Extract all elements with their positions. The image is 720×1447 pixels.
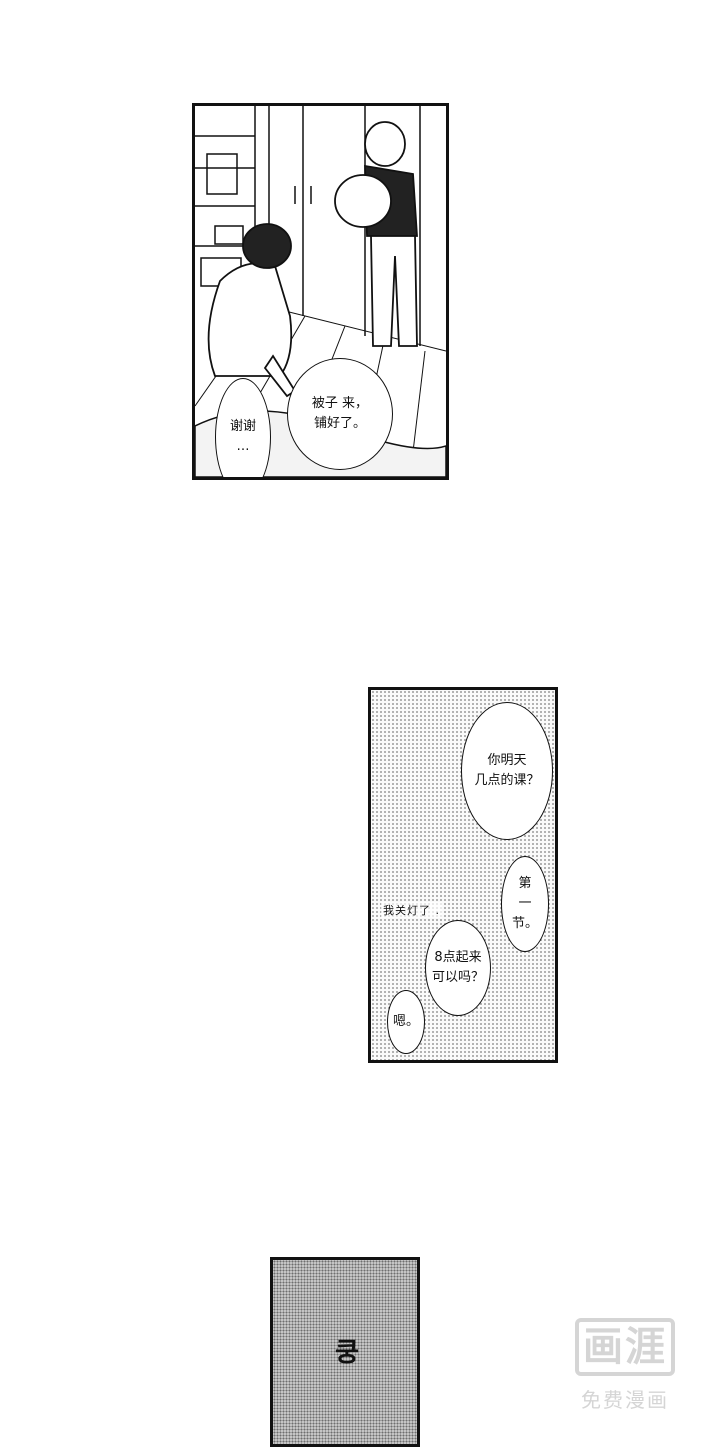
watermark-logo-mark: 画涯 xyxy=(575,1318,675,1376)
panel-bedroom: 谢谢 … 被子 来， 铺好了。 xyxy=(192,103,449,480)
watermark-subtitle: 免费漫画 xyxy=(581,1388,669,1412)
watermark-logo: 画涯 免费漫画 xyxy=(562,1318,688,1418)
speech-bubble-first-period: 第 一节。 xyxy=(501,856,549,952)
speech-bubble-bedding: 被子 来， 铺好了。 xyxy=(287,358,393,470)
speech-bubble-question: 你明天 几点的课？ xyxy=(461,702,553,840)
speech-bubble-thanks: 谢谢 … xyxy=(215,378,271,477)
speech-bubble-ok: 嗯。 xyxy=(387,990,425,1054)
speech-bubble-wake-time: 8点起来 可以吗？ xyxy=(425,920,491,1016)
sound-effect-text: 쿵 xyxy=(335,1338,359,1368)
caption-lights-off: 我关灯了 . xyxy=(381,902,442,918)
panel-thud: 쿵 xyxy=(270,1257,420,1447)
panel-night-conversation: 你明天 几点的课？ 第 一节。 我关灯了 . 8点起来 可以吗？ 嗯。 xyxy=(368,687,558,1063)
